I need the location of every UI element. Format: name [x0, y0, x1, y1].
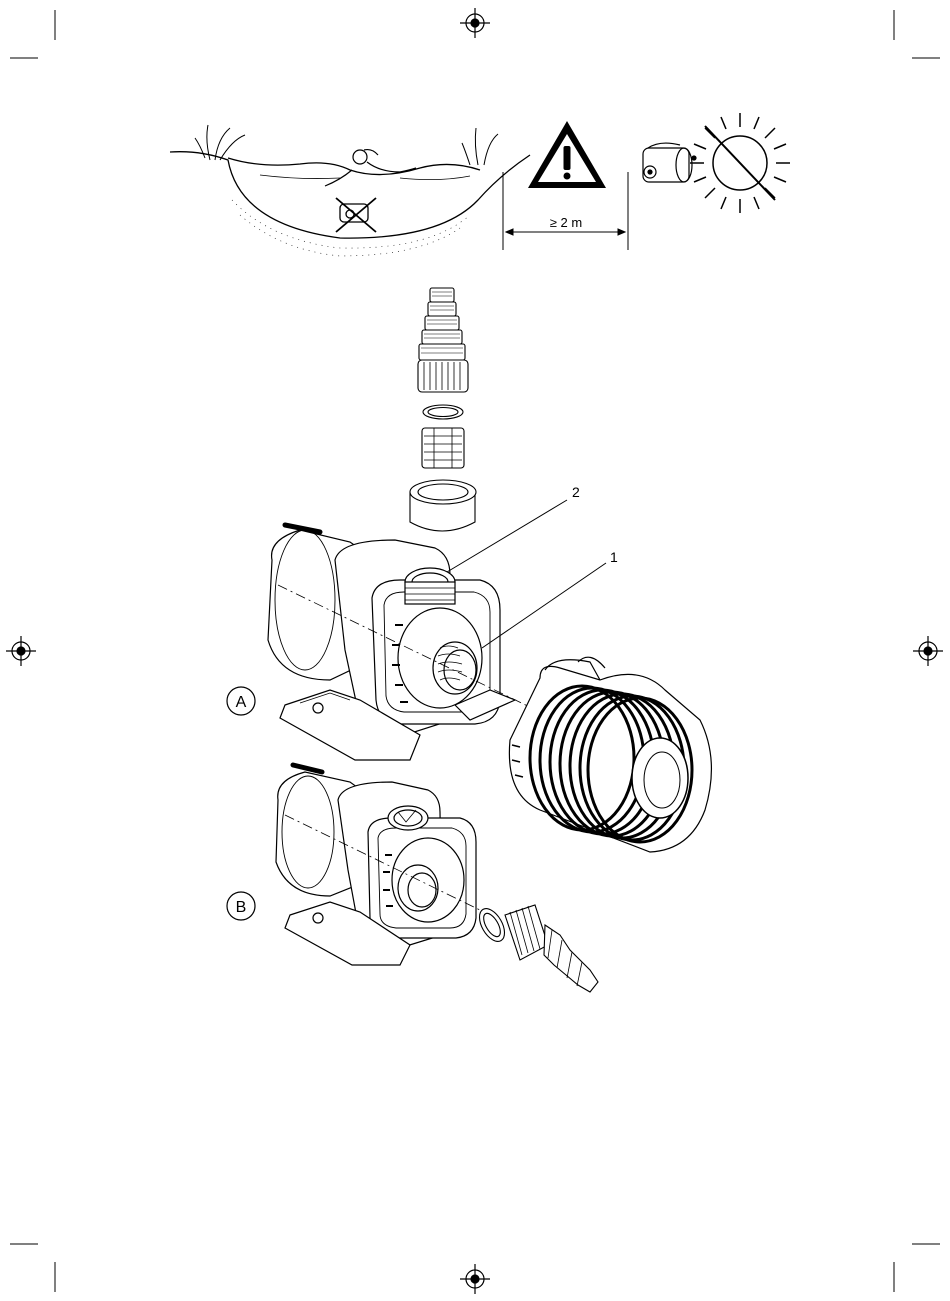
hose-connector-assembly [410, 288, 476, 531]
callout-label-2: 2 [572, 484, 580, 500]
registration-mark-top [460, 8, 490, 38]
registration-mark-bottom [460, 1264, 490, 1294]
variant-a-label: A [236, 694, 247, 711]
reeds-left [195, 125, 245, 160]
pump-unit-icon [643, 143, 696, 182]
distance-label: ≥ 2 m [550, 215, 582, 230]
registration-mark-right [913, 636, 943, 666]
no-direct-sunlight-icon [690, 113, 790, 213]
no-pump-in-water-icon [336, 198, 376, 232]
pump-a [268, 525, 540, 760]
pond-illustration [170, 125, 530, 256]
hose-tail-b [474, 904, 598, 992]
registration-mark-left [6, 636, 36, 666]
reeds-right [462, 128, 498, 165]
filter-basket [509, 657, 711, 852]
variant-b-label: B [236, 899, 247, 916]
callout-label-1: 1 [610, 549, 618, 565]
swimmer-figure [325, 150, 416, 186]
variant-b-badge: B [227, 892, 255, 920]
pump-b [276, 765, 480, 965]
variant-a-badge: A [227, 687, 255, 715]
warning-triangle-icon [528, 121, 606, 188]
